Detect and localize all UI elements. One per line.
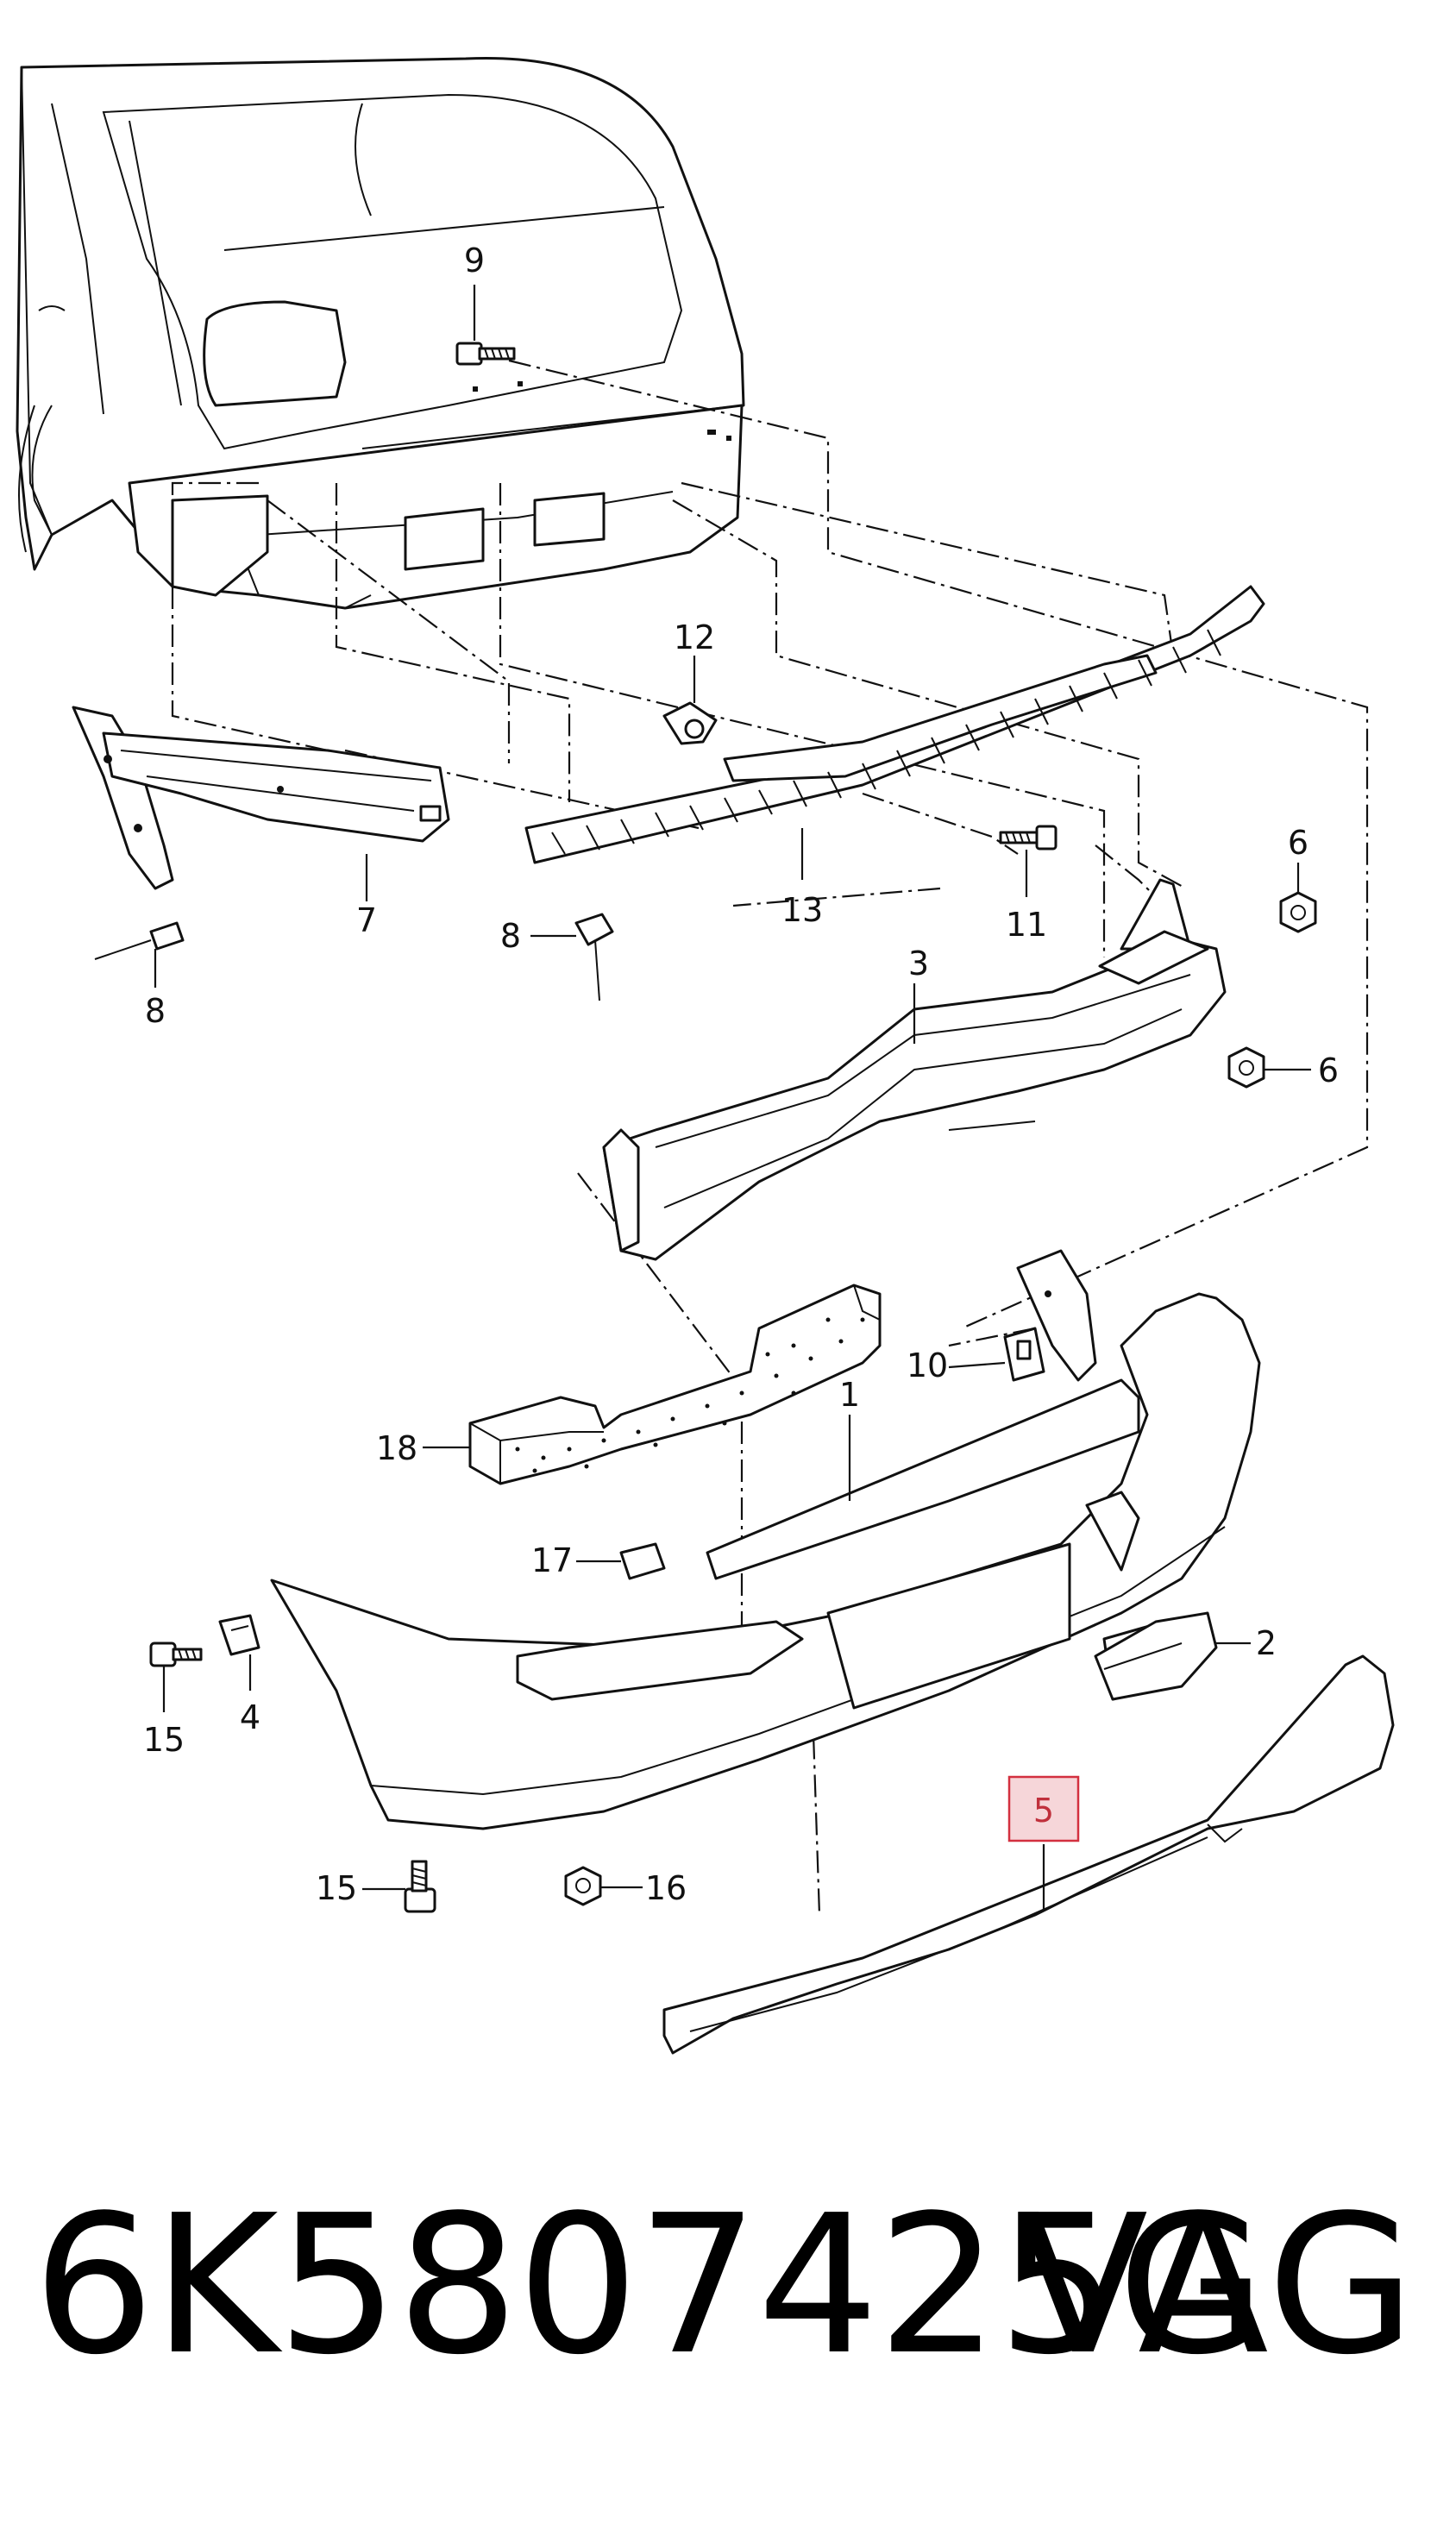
part-8-rivet-middle <box>574 913 614 1001</box>
brand-name: VAG <box>1017 2175 1417 2397</box>
callout-2: 2 <box>1256 1624 1277 1662</box>
callout-8-left: 8 <box>145 992 166 1030</box>
part-13-carrier-bracket <box>524 585 1265 864</box>
part-6-nut-lower <box>1227 1046 1265 1089</box>
caption-bar: 6K5807425G VAG <box>0 2174 1456 2398</box>
part-4-clip <box>218 1614 260 1656</box>
callout-11: 11 <box>1006 906 1047 944</box>
callout-1: 1 <box>839 1376 860 1414</box>
part-16-nut <box>564 1866 602 1906</box>
part-10-speed-nut <box>1003 1327 1045 1382</box>
highlight-box-part-5 <box>1007 1775 1080 1842</box>
part-18-energy-absorber <box>468 1284 882 1485</box>
part-11-screw <box>999 825 1057 851</box>
part-9-bolt <box>455 342 516 366</box>
part-2-bracket <box>1094 1611 1218 1701</box>
callout-15-lower: 15 <box>316 1869 357 1907</box>
part-3-bumper-reinforcement <box>602 878 1227 1261</box>
part-12-clip <box>662 701 718 745</box>
callout-10: 10 <box>907 1346 948 1384</box>
callout-9: 9 <box>464 242 485 279</box>
callout-labels: 9 12 6 6 7 8 8 13 11 3 10 1 18 17 2 15 4… <box>143 242 1339 1907</box>
callout-6-lower: 6 <box>1318 1051 1339 1089</box>
part-15-bolt-lower <box>404 1860 436 1913</box>
part-6-nut-upper <box>1279 891 1317 933</box>
callout-15-upper: 15 <box>143 1721 185 1759</box>
part-1-bumper-cover <box>270 1249 1261 1830</box>
fasteners <box>94 342 1317 1913</box>
callout-3: 3 <box>908 945 929 982</box>
callout-16: 16 <box>645 1869 687 1907</box>
assembly-lines <box>171 359 1369 1916</box>
part-8-rivet-left <box>94 921 185 960</box>
part-5-bumper-spoiler <box>662 1654 1395 2055</box>
car-body-rear <box>16 56 745 610</box>
callout-13: 13 <box>781 891 823 929</box>
callout-17: 17 <box>531 1541 573 1579</box>
callout-5: 5 <box>1033 1792 1054 1830</box>
part-number: 6K5807425G <box>33 2175 1266 2397</box>
part-17-clip <box>619 1542 666 1580</box>
part-7-side-bracket <box>72 706 450 890</box>
callout-leaders <box>154 285 1311 1911</box>
callout-6-upper: 6 <box>1288 824 1309 862</box>
callout-4: 4 <box>240 1698 260 1736</box>
callout-7: 7 <box>356 901 377 939</box>
callout-8-middle: 8 <box>500 917 521 955</box>
callout-18: 18 <box>376 1429 417 1467</box>
callout-12: 12 <box>674 618 715 656</box>
part-15-bolt-upper <box>149 1641 203 1667</box>
